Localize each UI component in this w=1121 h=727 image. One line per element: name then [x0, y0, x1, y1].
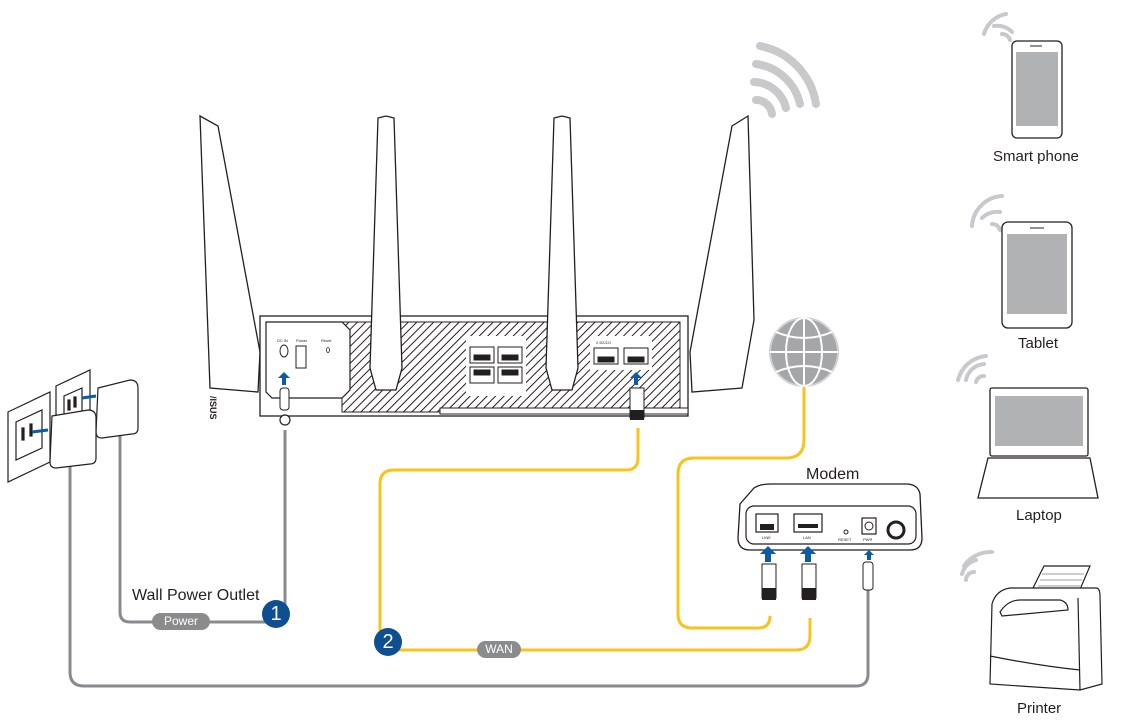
- modem-power-button[interactable]: [886, 520, 906, 540]
- device-label-printer: Printer: [1017, 700, 1062, 717]
- laptop-wifi-icon: [956, 354, 988, 384]
- printer-icon: [989, 565, 1103, 691]
- modem-reset-button[interactable]: [843, 529, 849, 535]
- device-label-laptop: Laptop: [1016, 507, 1062, 524]
- line-arrow: [760, 546, 776, 562]
- modem-lan-port[interactable]: [793, 513, 823, 533]
- router: /ISUS: [199, 114, 755, 426]
- router-power-label: Power: [296, 338, 308, 343]
- antenna-center-left: [369, 115, 403, 391]
- power-adapter-modem: [31, 409, 97, 469]
- modem-line-label: LINE: [762, 535, 771, 540]
- dc-plug: [279, 387, 290, 411]
- asus-logo-router: /ISUS: [208, 396, 218, 420]
- wall-outlet-modem: [7, 391, 51, 483]
- lan-ports: [469, 346, 523, 384]
- lan-arrow: [800, 546, 816, 562]
- power-switch[interactable]: [295, 345, 307, 369]
- power-cable-label: Power: [152, 613, 210, 630]
- antenna-center-right: [545, 115, 579, 391]
- internet-globe-icon: [769, 317, 839, 387]
- step-2-badge: 2: [374, 628, 402, 656]
- dc-in-arrow: [278, 372, 290, 385]
- dc-in-port: [279, 344, 289, 358]
- router-wan-2-5g-label: 2.5G/1G: [596, 340, 612, 345]
- wan-arrow: [630, 372, 642, 385]
- wan-cable-label: WAN: [477, 641, 521, 658]
- device-label-tablet: Tablet: [1018, 335, 1059, 352]
- reset-button[interactable]: [326, 347, 330, 353]
- modem-power-cable: [68, 455, 870, 688]
- step-1-badge: 1: [262, 600, 290, 628]
- device-label-smartphone: Smart phone: [993, 148, 1079, 165]
- step-1-description: Wall Power Outlet: [132, 587, 260, 604]
- wan-cable: [378, 428, 812, 652]
- laptop-icon: [977, 387, 1099, 499]
- tablet-icon: [1001, 221, 1073, 329]
- internet-cable: [676, 380, 806, 630]
- modem: [737, 483, 923, 600]
- modem-pwr-port[interactable]: [861, 517, 877, 535]
- smartphone-icon: [1011, 40, 1063, 139]
- power-adapter-router: [81, 379, 139, 439]
- router-dc-in-label: DC IN: [277, 338, 288, 343]
- wan-ports: [593, 347, 649, 365]
- antenna-right-wing: [689, 114, 755, 393]
- modem-lan-label: LAN: [803, 535, 811, 540]
- smartphone-wifi-icon: [982, 12, 1014, 42]
- modem-reset-label: RESET: [838, 537, 852, 542]
- pwr-arrow: [864, 550, 874, 560]
- tablet-wifi-icon: [970, 194, 1004, 232]
- router-wifi-icon: [750, 42, 820, 118]
- modem-title: Modem: [806, 466, 860, 483]
- router-reset-label: Reset: [321, 338, 332, 343]
- modem-pwr-label: PWR: [863, 537, 873, 542]
- antenna-left-wing: [199, 114, 261, 393]
- printer-wifi-icon: [960, 549, 994, 582]
- modem-dc-plug: [862, 561, 874, 591]
